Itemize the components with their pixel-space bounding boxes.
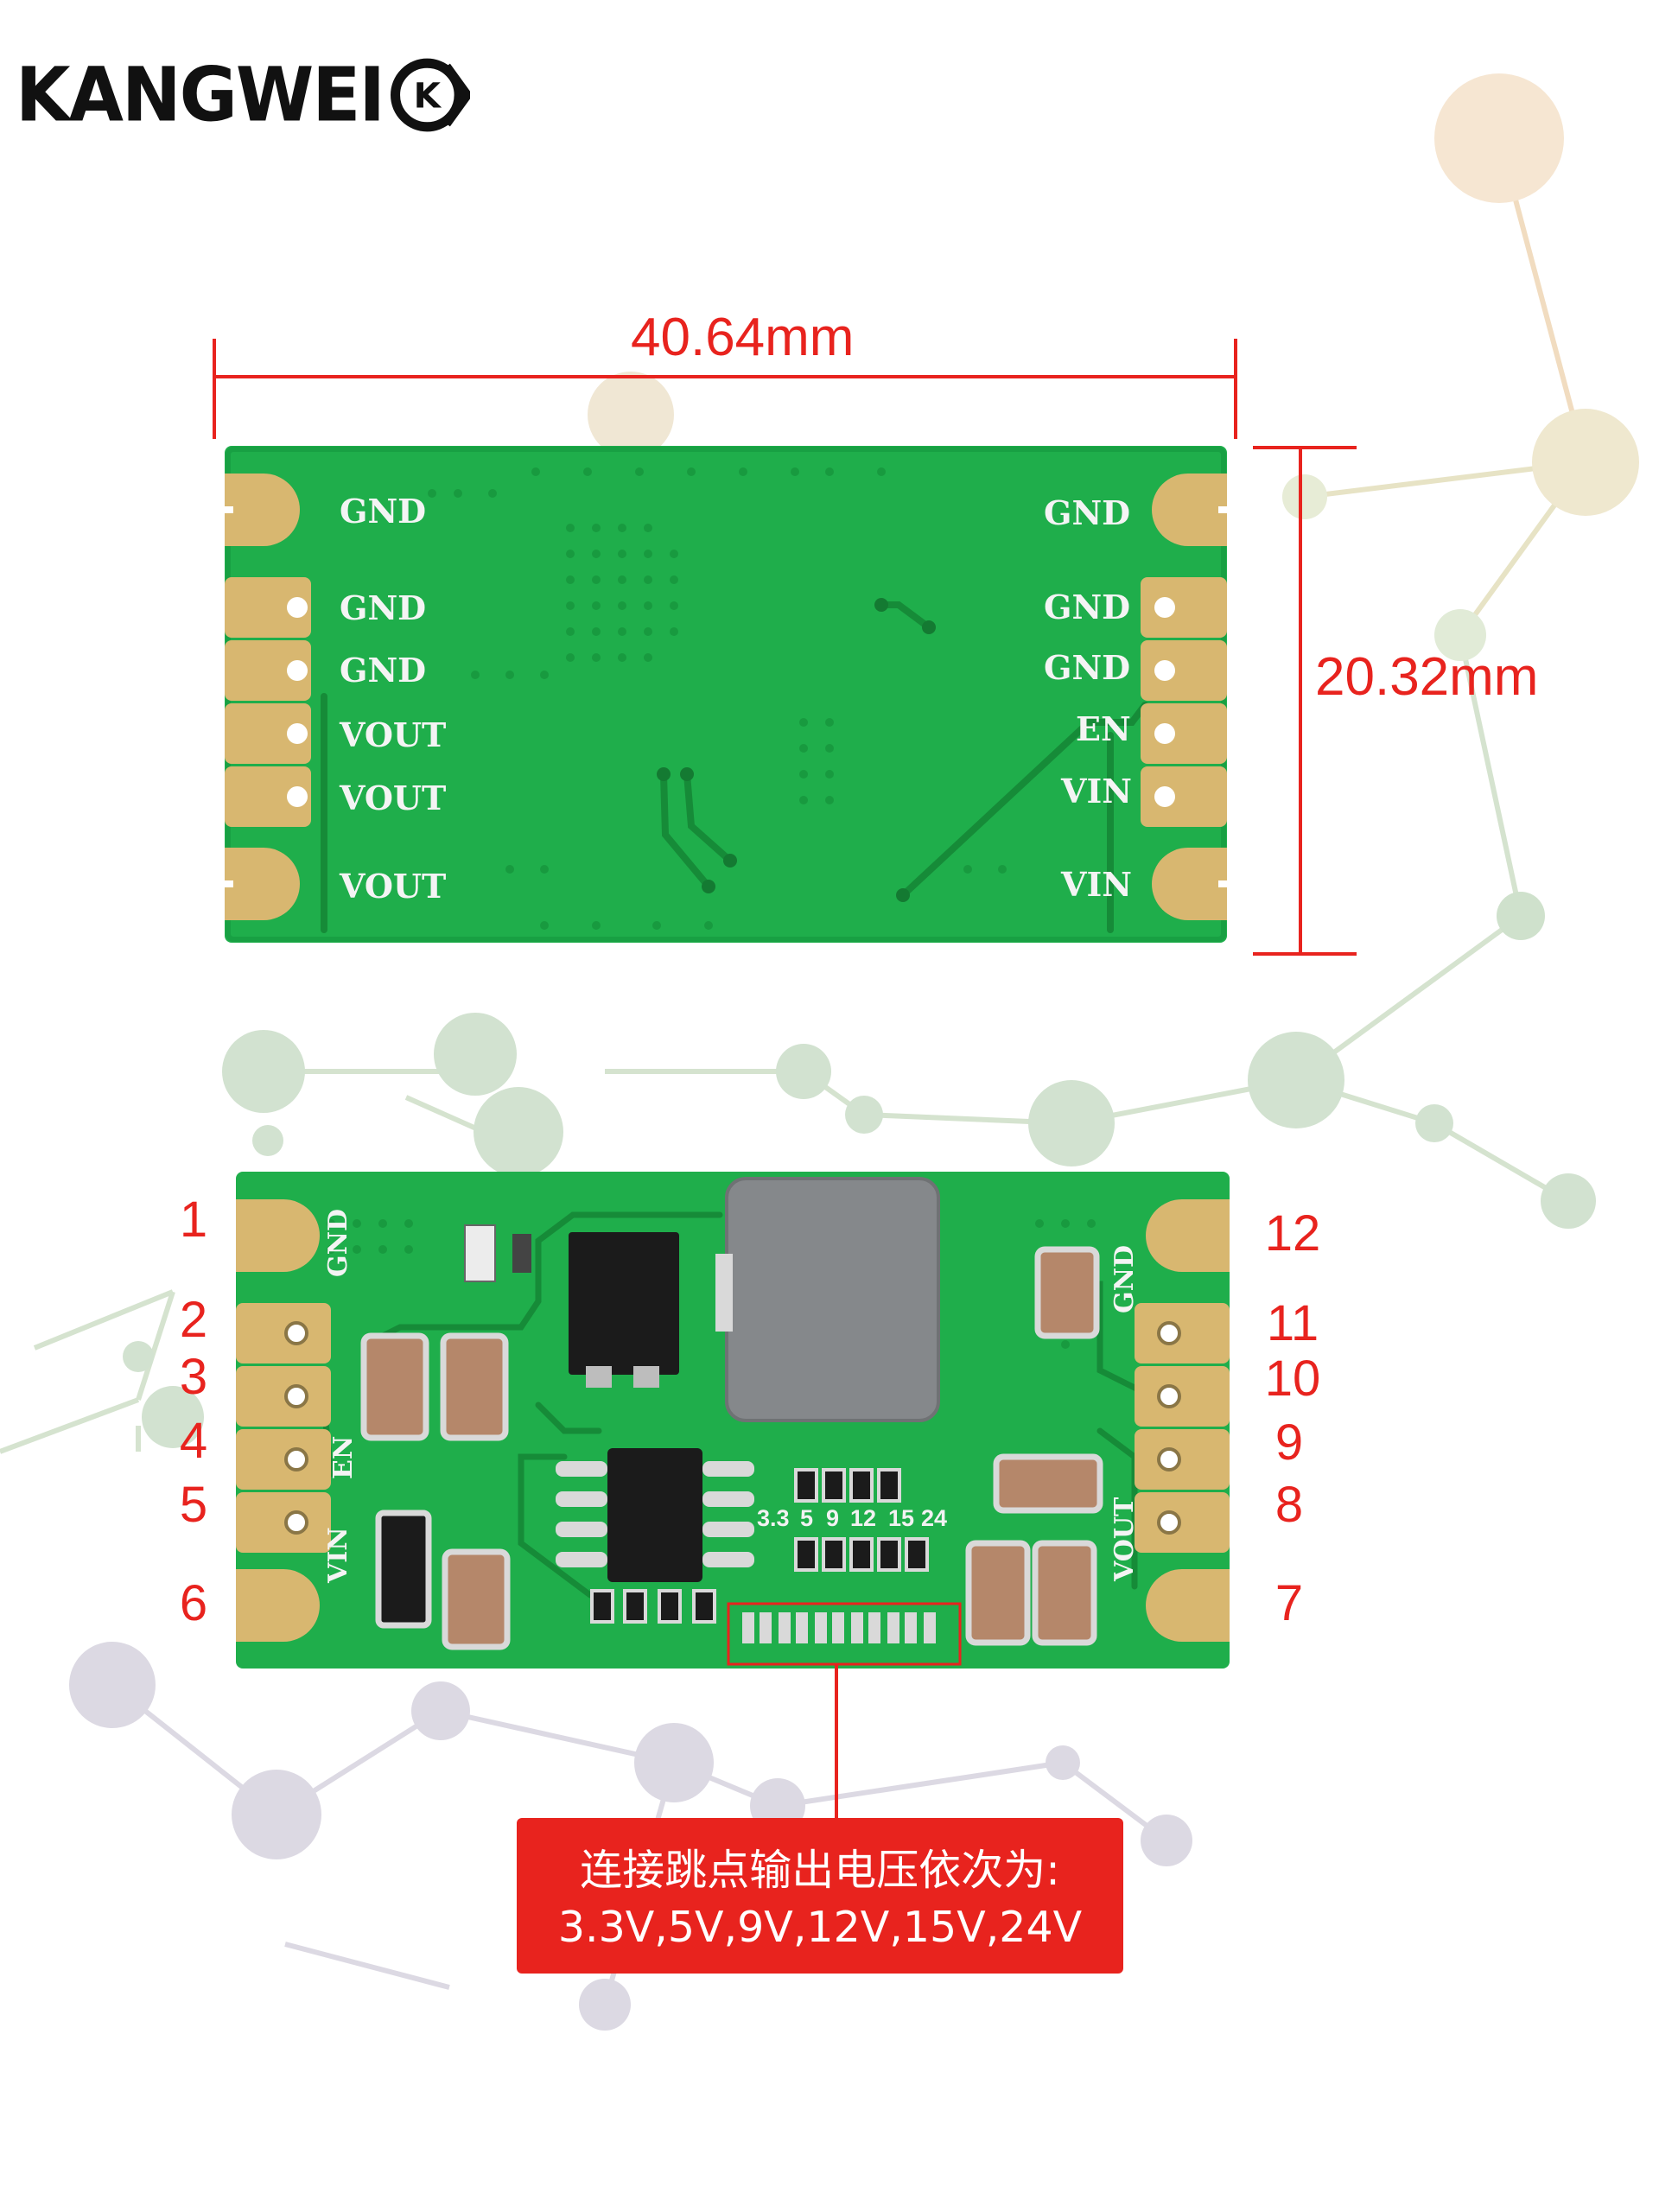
- brand-logo: KANGWEI K: [16, 43, 470, 147]
- back-label-right-6: VIN: [1061, 865, 1132, 904]
- brand-name: KANGWEI: [16, 52, 385, 138]
- brand-badge-letter: K: [414, 75, 442, 117]
- pin-number-11: 11: [1266, 1295, 1319, 1351]
- pin-number-3: 3: [179, 1349, 208, 1405]
- pin-number-12: 12: [1264, 1205, 1321, 1262]
- pin-number-6: 6: [179, 1575, 208, 1631]
- jumper-note-callout: 连接跳点输出电压依次为: 3.3V,5V,9V,12V,15V,24V: [517, 1818, 1123, 1974]
- pin-number-5: 5: [179, 1477, 208, 1533]
- back-label-left-4: VOUT: [340, 715, 447, 754]
- back-label-left-6: VOUT: [340, 867, 447, 906]
- back-label-right-3: GND: [1044, 648, 1131, 687]
- pcb-front-side: [236, 1172, 1230, 1669]
- pcb-back-side: [225, 446, 1227, 943]
- back-label-left-5: VOUT: [340, 779, 447, 817]
- back-label-left-1: GND: [340, 492, 427, 531]
- back-label-right-1: GND: [1044, 493, 1131, 532]
- jumper-label: 9: [826, 1505, 839, 1531]
- pin-number-8: 8: [1274, 1477, 1304, 1533]
- width-dimension-label: 40.64mm: [631, 308, 855, 367]
- jumper-label: 5: [800, 1505, 813, 1531]
- brand-badge-icon: K: [390, 58, 470, 132]
- jumper-note-line-2: 3.3V,5V,9V,12V,15V,24V: [557, 1903, 1083, 1952]
- pin-number-2: 2: [179, 1292, 208, 1348]
- back-label-right-4: EN: [1076, 709, 1131, 748]
- pin-number-1: 1: [179, 1192, 208, 1248]
- jumper-label: 12: [850, 1505, 876, 1531]
- height-dimension-label: 20.32mm: [1315, 647, 1539, 707]
- jumper-voltage-labels: 3.3 5 9 12 15 24: [757, 1505, 947, 1531]
- pin-number-10: 10: [1264, 1351, 1321, 1407]
- back-label-left-2: GND: [340, 588, 427, 627]
- pin-number-4: 4: [179, 1413, 208, 1469]
- jumper-label: 3.3: [757, 1505, 790, 1531]
- jumper-label: 24: [921, 1505, 947, 1531]
- jumper-label: 15: [888, 1505, 914, 1531]
- back-label-right-2: GND: [1044, 588, 1131, 626]
- back-label-left-3: GND: [340, 651, 427, 690]
- pin-number-7: 7: [1274, 1575, 1304, 1631]
- back-label-right-5: VIN: [1061, 772, 1132, 810]
- jumper-note-line-1: 连接跳点输出电压依次为:: [580, 1846, 1060, 1895]
- pin-number-9: 9: [1274, 1414, 1304, 1471]
